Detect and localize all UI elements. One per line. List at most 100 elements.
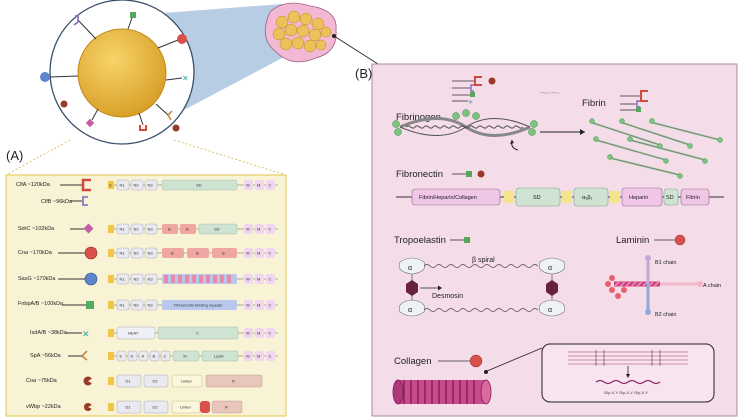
isd-icon: ✕ — [82, 329, 90, 339]
svg-text:C: C — [164, 354, 167, 359]
svg-text:W: W — [246, 183, 250, 188]
protein-label: ClfB ~96kDa — [41, 199, 73, 205]
a-chain-label: A chain — [703, 283, 721, 289]
protein-label: Coa ~75kDa — [26, 378, 58, 384]
svg-text:M: M — [257, 227, 260, 232]
panel-a-label: (A) — [6, 148, 23, 163]
svg-text:✕: ✕ — [468, 100, 473, 106]
svg-text:α: α — [548, 307, 552, 314]
b2-chain-label: B2 chain — [655, 312, 676, 318]
protein-label: Cna ~170kDa — [18, 250, 53, 256]
svg-text:⁓⁓: ⁓⁓ — [540, 88, 560, 99]
svg-text:C: C — [269, 331, 272, 336]
fibrin-label: Fibrin — [582, 98, 606, 109]
svg-text:α: α — [548, 265, 552, 272]
sdrc-icon — [83, 223, 94, 234]
svg-text:C: C — [269, 227, 272, 232]
svg-text:NEAT: NEAT — [128, 331, 139, 336]
clfa-icon — [81, 178, 91, 192]
svg-text:C: C — [269, 354, 272, 359]
svg-text:W: W — [246, 227, 250, 232]
svg-text:Xr: Xr — [183, 354, 188, 359]
fn-domain-label: Fibrin/Heparin/Collagen — [419, 195, 477, 201]
svg-text:C: C — [269, 277, 272, 282]
domain-row-spa: E D A B C Xr LysM W M C — [108, 350, 278, 362]
cna-icon — [84, 246, 98, 260]
protein-label: FnbpA/B ~100kDa — [18, 301, 64, 307]
svg-text:R: R — [225, 405, 228, 410]
svg-text:SD: SD — [214, 227, 220, 232]
tropoelastin-section: Tropoelastin α α α α β spiral Desmosin — [394, 235, 566, 317]
svg-text:W: W — [246, 277, 250, 282]
fibrin-section: Fibrin — [582, 90, 723, 179]
desmosin-label: Desmosin — [432, 293, 463, 300]
clfb-icon — [82, 196, 88, 206]
protein-label: vWbp ~22kDa — [26, 404, 62, 410]
fibrinogen-section: Fibrinogen ✕ ⁓⁓ — [392, 76, 585, 151]
svg-text:N3: N3 — [148, 251, 154, 256]
collagen-section: Collagen Gly-X-Y Gly-X-Y Gly-X-Y — [392, 343, 715, 405]
fibronectin-label: Fibronectin — [396, 169, 443, 180]
svg-text:Linker: Linker — [181, 379, 193, 384]
svg-text:N3: N3 — [148, 277, 154, 282]
svg-text:B: B — [222, 251, 225, 256]
tissue-illustration — [264, 2, 379, 65]
svg-text:E: E — [120, 354, 123, 359]
protein-label: SdrC ~102kDa — [18, 226, 55, 232]
svg-text:D2: D2 — [153, 405, 159, 410]
svg-text:B: B — [186, 227, 189, 232]
gly-sequence-label: Gly-X-Y Gly-X-Y Gly-X-Y — [604, 390, 648, 395]
fn-domain-label: Heparin — [629, 195, 648, 201]
svg-text:✕: ✕ — [182, 74, 189, 83]
domain-row-sdrc: N1 N2 N3 B B SD W M C — [108, 223, 278, 235]
fn-domain-label: α₅β₁ — [582, 195, 593, 201]
svg-text:D1: D1 — [126, 379, 132, 384]
svg-text:C: C — [269, 303, 272, 308]
svg-text:B: B — [171, 251, 174, 256]
svg-text:SD: SD — [196, 183, 202, 188]
panel-b-label: (B) — [355, 66, 372, 81]
svg-text:N2: N2 — [134, 251, 140, 256]
svg-text:α: α — [408, 265, 412, 272]
protein-list: ClfA ~120kDa ClfB ~96kDa SdrC ~102kDa Cn… — [16, 182, 73, 410]
svg-text:N2: N2 — [134, 277, 140, 282]
svg-text:LysM: LysM — [214, 354, 223, 359]
svg-text:Linker: Linker — [180, 405, 192, 410]
svg-text:N3: N3 — [148, 183, 154, 188]
svg-text:M: M — [257, 183, 260, 188]
svg-text:N1: N1 — [120, 277, 126, 282]
svg-text:W: W — [246, 303, 250, 308]
beta-spiral-label: β spiral — [472, 257, 495, 264]
svg-text:C: C — [269, 251, 272, 256]
fibrinogen-label: Fibrinogen — [396, 112, 441, 123]
svg-text:M: M — [257, 331, 260, 336]
b1-chain-label: B1 chain — [655, 260, 676, 266]
fnbp-icon — [86, 301, 94, 309]
svg-text:W: W — [246, 354, 250, 359]
svg-text:C: C — [269, 183, 272, 188]
collagen-label: Collagen — [394, 356, 432, 367]
svg-text:D1: D1 — [126, 405, 132, 410]
svg-text:N1: N1 — [120, 227, 126, 232]
fn-domain-label: SD — [533, 195, 541, 201]
svg-text:M: M — [257, 303, 260, 308]
svg-text:B: B — [168, 227, 171, 232]
fn-domain-label: SD — [666, 195, 674, 201]
svg-text:M: M — [257, 354, 260, 359]
domain-row-coa: D1 D2 Linker R — [108, 374, 263, 388]
tropoelastin-label: Tropoelastin — [394, 235, 446, 246]
fibronectin-section: Fibronectin Fibrin/Heparin/Collagen SD α… — [396, 169, 724, 207]
spa-icon — [81, 350, 88, 361]
svg-text:D2: D2 — [153, 379, 159, 384]
domain-architectures: S N1 N2 N3 SD W M C N1 N2 N3 — [108, 179, 278, 414]
domain-row-cna: N1 N2 N3 B B B W M C — [108, 247, 278, 259]
svg-text:N2: N2 — [134, 303, 140, 308]
svg-text:M: M — [257, 277, 260, 282]
domain-row-vwbp: D1 D2 Linker R — [108, 400, 243, 414]
domain-row-clfa: S N1 N2 N3 SD W M C — [108, 179, 278, 191]
fn-domain-label: Fibrin — [686, 195, 700, 201]
svg-text:R: R — [232, 379, 235, 384]
svg-text:B: B — [153, 354, 156, 359]
protein-label: ClfA ~120kDa — [16, 182, 51, 188]
